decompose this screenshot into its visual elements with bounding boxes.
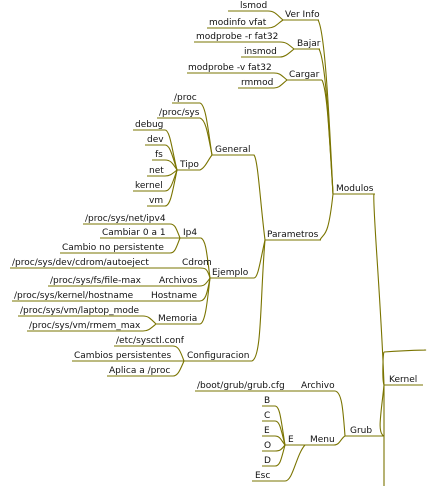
node-grub: Grub <box>350 426 372 436</box>
node-modinfo-vfat: modinfo vfat <box>209 18 267 28</box>
mindmap-connectors <box>10 10 427 486</box>
connector <box>210 239 266 279</box>
node-key-c: C <box>264 411 270 421</box>
node-bajar: Bajar <box>297 39 321 49</box>
connector <box>194 41 295 50</box>
node-key-e: E <box>264 426 270 436</box>
connector <box>18 315 157 325</box>
node-memoria: Memoria <box>158 314 197 324</box>
connector <box>207 19 284 29</box>
connector <box>107 360 185 377</box>
connector <box>27 323 157 332</box>
connector <box>298 390 346 437</box>
node-grub-cfg: /boot/grub/grub.cfg <box>197 381 285 391</box>
node-cdrom-path: /proc/sys/dev/cdrom/autoeject <box>12 258 149 268</box>
connector <box>305 435 346 446</box>
connector <box>252 444 306 482</box>
node-key-b: B <box>264 396 270 406</box>
connector <box>382 349 427 486</box>
connector <box>180 237 211 279</box>
node-archivos: Archivos <box>159 276 198 286</box>
connector <box>147 169 178 207</box>
connector <box>156 277 211 325</box>
connector <box>262 405 286 446</box>
connector <box>319 193 334 241</box>
connector <box>147 169 178 177</box>
node-modprobe-v: modprobe -v fat32 <box>188 63 272 73</box>
connector <box>114 345 185 362</box>
connector <box>212 154 266 241</box>
node-modulos: Modulos <box>336 184 374 194</box>
node-ip4: Ip4 <box>183 228 197 238</box>
node-persistentes: Cambios persistentes <box>74 351 172 361</box>
node-proc-sys: /proc/sys <box>159 108 200 118</box>
node-key-d: D <box>264 456 271 466</box>
node-tipo: Tipo <box>179 160 199 170</box>
node-no-persistente: Cambio no persistente <box>62 243 164 253</box>
node-menu: Menu <box>310 435 335 445</box>
connector <box>262 420 286 446</box>
node-aplica-proc: Aplica a /proc <box>109 366 170 376</box>
connector <box>157 117 213 156</box>
connector <box>184 239 266 362</box>
node-sysctl-conf: /etc/sysctl.conf <box>116 336 185 346</box>
node-archivo: Archivo <box>301 381 335 391</box>
node-e: E <box>288 435 294 445</box>
node-ipv4-path: /proc/sys/net/ipv4 <box>85 214 166 224</box>
connector <box>157 277 211 287</box>
node-esc: Esc <box>255 471 270 481</box>
connector <box>152 159 178 171</box>
node-vm: vm <box>149 196 163 206</box>
connector <box>60 237 181 254</box>
connector <box>262 444 286 452</box>
node-file-max: /proc/sys/fs/file-max <box>50 276 142 286</box>
node-ver-info: Ver Info <box>285 10 320 20</box>
node-kernel-tipo: kernel <box>135 181 163 191</box>
node-net: net <box>149 166 164 176</box>
connector <box>133 169 178 192</box>
node-proc: /proc <box>174 93 197 103</box>
node-rmmod: rmmod <box>241 78 273 88</box>
connector <box>177 154 213 171</box>
node-cargar: Cargar <box>289 70 320 80</box>
node-ejemplo: Ejemplo <box>212 268 249 278</box>
connector <box>179 267 211 279</box>
node-debug: debug <box>135 120 163 130</box>
connector <box>238 79 288 89</box>
node-general: General <box>215 145 250 155</box>
mindmap-labels: Kernel Modulos Ver Info lsmod modinfo vf… <box>12 1 417 481</box>
node-hostname: Hostname <box>151 291 197 301</box>
connector <box>321 79 334 195</box>
node-fs: fs <box>155 150 163 160</box>
node-rmem-max: /proc/sys/vm/rmem_max <box>29 321 141 331</box>
node-cambiar: Cambiar 0 a 1 <box>102 228 166 238</box>
connector <box>187 72 288 81</box>
node-laptop-mode: /proc/sys/vm/laptop_mode <box>20 306 140 316</box>
node-parametros: Parametros <box>267 230 319 240</box>
node-modprobe-r: modprobe -r fat32 <box>196 32 278 42</box>
node-kernel: Kernel <box>389 375 417 385</box>
node-configuracion: Configuracion <box>187 351 249 361</box>
node-insmod: insmod <box>244 47 277 57</box>
node-cdrom: Cdrom <box>182 258 212 268</box>
connector <box>262 435 286 446</box>
node-lsmod: lsmod <box>240 1 267 11</box>
connector <box>228 10 284 21</box>
connector <box>83 223 181 239</box>
node-dev: dev <box>147 135 164 145</box>
node-key-o: O <box>264 441 271 451</box>
connector <box>145 144 178 171</box>
connector <box>373 193 385 437</box>
node-hostname-path: /proc/sys/kernel/hostname <box>14 291 134 301</box>
connector <box>262 444 286 467</box>
connector <box>241 48 295 58</box>
